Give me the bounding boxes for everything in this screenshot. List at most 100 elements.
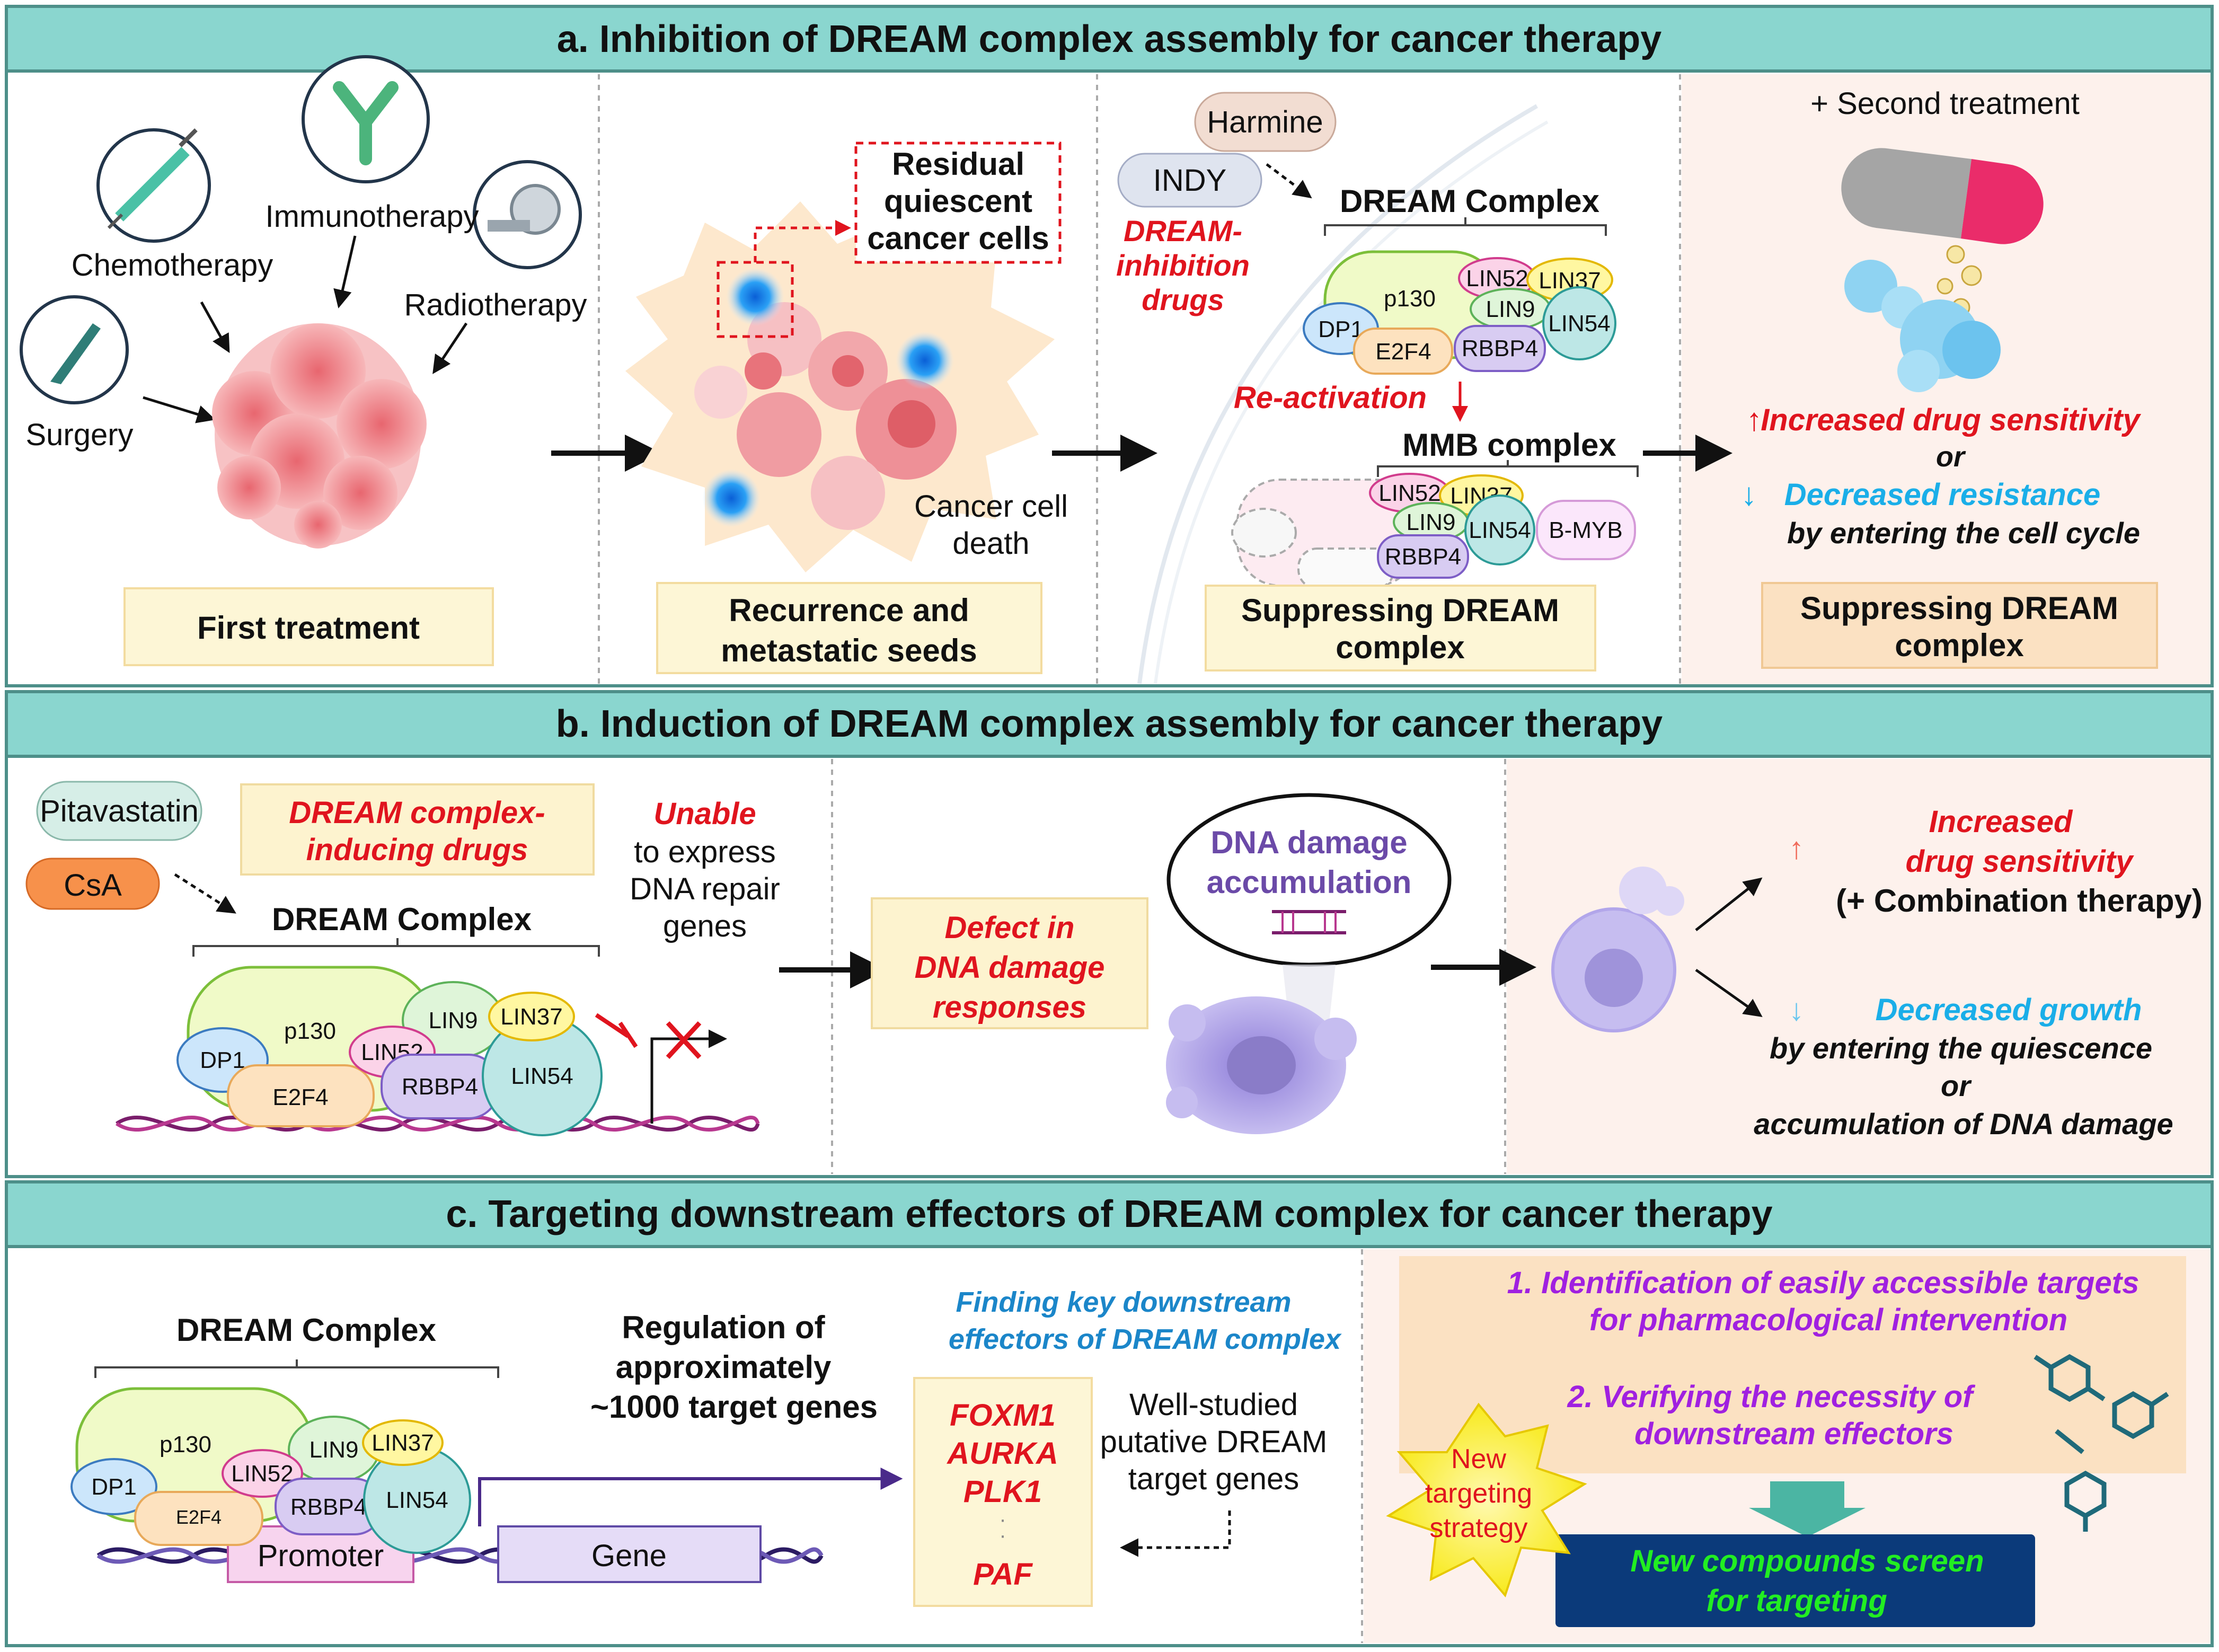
panel-a-dream-complex: p130 DP1 E2F4 LIN52 LIN37 LIN9 LIN54 RBB…: [1303, 250, 1616, 375]
screen-label-1: New compounds screen: [1630, 1544, 1984, 1578]
accumulation-label-1: DNA damage: [1210, 825, 1407, 860]
svg-text:RBBP4: RBBP4: [1385, 544, 1461, 570]
svg-text:p130: p130: [160, 1432, 211, 1457]
defect-label-2: DNA damage: [915, 950, 1105, 985]
indy-label: INDY: [1153, 163, 1227, 198]
residual-label-2: quiescent: [884, 183, 1032, 219]
inducing-drugs-label-2: inducing drugs: [306, 833, 528, 867]
suppressing-label-1: Suppressing DREAM: [1241, 593, 1559, 628]
new-strategy-label-3: strategy: [1430, 1513, 1528, 1543]
csa-label: CsA: [64, 868, 122, 903]
gene-box: [497, 1525, 762, 1583]
decreased-resistance-label: Decreased resistance: [1784, 478, 2101, 512]
broken-dna-icon: [1272, 910, 1346, 934]
decreased-growth-label: Decreased growth: [1876, 993, 2142, 1027]
reactivation-label: Re-activation: [1234, 381, 1427, 415]
cancer-cell-cluster: [694, 302, 957, 530]
cell-cycle-label: by entering the cell cycle: [1787, 516, 2140, 550]
well-studied-label-1: Well-studied: [1129, 1388, 1298, 1422]
increased-label-b-2: drug sensitivity: [1906, 844, 2134, 879]
surgery-icon: [20, 295, 129, 404]
step1-label-2: for pharmacological intervention: [1589, 1303, 2067, 1337]
gene-label: Gene: [591, 1539, 667, 1573]
suppressing2-label-1: Suppressing DREAM: [1800, 590, 2118, 626]
panel-a-title: a. Inhibition of DREAM complex assembly …: [557, 18, 1661, 60]
step2-label-2: downstream effectors: [1634, 1417, 1953, 1451]
cancer-death-label-2: death: [952, 526, 1029, 561]
svg-text:LIN52: LIN52: [1466, 266, 1528, 291]
svg-text:LIN9: LIN9: [310, 1437, 359, 1463]
svg-text:RBBP4: RBBP4: [290, 1494, 367, 1520]
decreased-arrow-icon: ↓: [1741, 476, 1757, 512]
quiescent-cell-3: [702, 469, 761, 527]
accumulation-damage-label: accumulation of DNA damage: [1754, 1107, 2173, 1141]
svg-text:LIN9: LIN9: [1407, 509, 1456, 535]
first-treatment-label: First treatment: [197, 610, 420, 646]
compound-structures-icon: [2034, 1354, 2169, 1532]
new-strategy-label-1: New: [1451, 1444, 1506, 1474]
suppressing2-label-2: complex: [1895, 628, 2023, 663]
panel-c-dream-complex: p130 DP1 E2F4 LIN9 LIN52 RBBP4 LIN54 LIN…: [70, 1387, 471, 1554]
svg-text:E2F4: E2F4: [272, 1084, 328, 1110]
svg-text:LIN54: LIN54: [511, 1063, 573, 1089]
promoter-label: Promoter: [258, 1539, 384, 1573]
down-arrow-icon: [1770, 1481, 1844, 1508]
or-label-b: or: [1941, 1069, 1972, 1102]
svg-text:E2F4: E2F4: [176, 1506, 222, 1528]
surgery-label: Surgery: [25, 418, 133, 452]
svg-text:DP1: DP1: [91, 1474, 137, 1500]
svg-text:LIN37: LIN37: [500, 1004, 562, 1030]
increased-label-b-1: Increased: [1929, 805, 2073, 839]
gene-aurka: AURKA: [946, 1436, 1058, 1471]
svg-text:LIN37: LIN37: [372, 1430, 434, 1456]
decreased-arrow-icon-b: ↓: [1789, 993, 1804, 1027]
or-label-a: or: [1936, 441, 1966, 473]
combination-label: (+ Combination therapy): [1836, 883, 2203, 918]
express-label-3: genes: [663, 909, 747, 943]
recurrence-label-2: metastatic seeds: [721, 633, 977, 668]
svg-text:B-MYB: B-MYB: [1549, 517, 1622, 543]
svg-text:LIN54: LIN54: [1469, 517, 1531, 543]
capsule-icon: [1841, 148, 2044, 317]
svg-text:RBBP4: RBBP4: [402, 1074, 478, 1100]
svg-text:DP1: DP1: [200, 1047, 245, 1073]
express-label-1: to express: [634, 835, 776, 869]
increased-arrow-icon-b: ↑: [1789, 831, 1804, 865]
svg-text:LIN54: LIN54: [386, 1487, 448, 1513]
inhibition-drugs-label-1: DREAM-: [1124, 214, 1242, 248]
svg-text:RBBP4: RBBP4: [1462, 335, 1538, 361]
immunotherapy-label: Immunotherapy: [266, 199, 479, 234]
step2-label-1: 2. Verifying the necessity of: [1567, 1380, 1976, 1414]
screen-box: [1555, 1534, 2035, 1627]
panel-b-dream-complex-label: DREAM Complex: [272, 902, 532, 937]
suppressing-label-2: complex: [1336, 630, 1464, 665]
inducing-drugs-label-1: DREAM complex-: [289, 796, 545, 830]
increased-arrow-icon: ↑: [1746, 402, 1762, 437]
damaged-cell-illustration: [1166, 996, 1357, 1134]
svg-text:DP1: DP1: [1318, 316, 1364, 342]
quiescent-cell-1: [726, 268, 784, 326]
svg-text:LIN9: LIN9: [429, 1008, 478, 1033]
residual-label-1: Residual: [892, 146, 1024, 182]
svg-text:p130: p130: [1384, 286, 1436, 312]
finding-label-2: effectors of DREAM complex: [949, 1323, 1342, 1355]
svg-text:E2F4: E2F4: [1375, 339, 1431, 365]
panel-c-dream-complex-label: DREAM Complex: [176, 1312, 436, 1348]
panel-b-dream-complex: p130 DP1 E2F4 LIN9 LIN52 RBBP4 LIN54 LIN…: [176, 966, 603, 1136]
recurrence-label-1: Recurrence and: [729, 593, 969, 628]
quiescent-cell-2: [896, 331, 954, 390]
new-strategy-label-2: targeting: [1425, 1478, 1532, 1509]
screen-label-2: for targeting: [1706, 1584, 1887, 1618]
transcription-block-icon: [595, 1013, 727, 1124]
new-strategy-burst: [1386, 1402, 1587, 1597]
quiescence-label: by entering the quiescence: [1770, 1031, 2152, 1065]
increased-sensitivity-label: Increased drug sensitivity: [1761, 403, 2141, 437]
inhibition-drugs-label-3: drugs: [1142, 283, 1224, 316]
defect-label-3: responses: [933, 990, 1086, 1024]
regulation-label-2: approximately: [616, 1349, 832, 1385]
panel-c-title: c. Targeting downstream effectors of DRE…: [446, 1193, 1772, 1235]
gene-foxm1: FOXM1: [950, 1398, 1056, 1433]
panel-a-dream-complex-label: DREAM Complex: [1340, 183, 1599, 219]
